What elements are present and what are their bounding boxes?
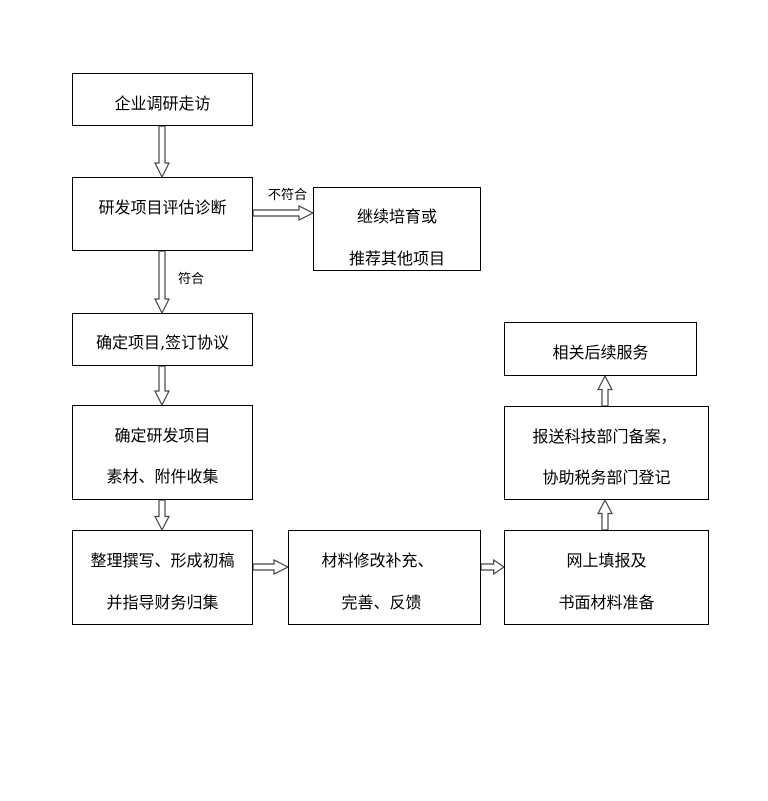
node-text: 素材、附件收集 [106, 467, 219, 486]
node-alternative: 继续培育或 推荐其他项目 [313, 187, 481, 271]
node-text: 相关后续服务 [552, 343, 649, 362]
node-text: 网上填报及 [566, 551, 647, 570]
node-text: 研发项目评估诊断 [98, 198, 227, 217]
node-text: 完善、反馈 [341, 593, 422, 612]
node-text: 企业调研走访 [114, 94, 211, 113]
node-text: 继续培育或 [356, 207, 437, 226]
node-text: 确定研发项目 [114, 426, 211, 445]
flow-arrow [252, 205, 315, 221]
flow-arrow [154, 499, 170, 532]
node-register: 报送科技部门备案， 协助税务部门登记 [504, 406, 709, 500]
node-assess: 研发项目评估诊断 [72, 177, 253, 251]
flow-arrow [154, 125, 170, 179]
flow-arrow [154, 250, 170, 315]
node-draft: 整理撰写、形成初稿 并指导财务归集 [72, 530, 253, 625]
node-text: 并指导财务归集 [106, 593, 219, 612]
edge-label-qualified: 符合 [178, 272, 205, 287]
flow-arrow [480, 558, 506, 576]
flow-arrow [154, 365, 170, 407]
node-text: 报送科技部门备案， [532, 427, 677, 446]
node-revise: 材料修改补充、 完善、反馈 [288, 530, 481, 625]
node-collect: 确定研发项目 素材、附件收集 [72, 405, 253, 500]
node-text: 书面材料准备 [558, 593, 655, 612]
flow-arrow [597, 374, 613, 407]
node-text: 确定项目,签订协议 [95, 333, 230, 352]
node-submit: 网上填报及 书面材料准备 [504, 530, 709, 625]
node-visit: 企业调研走访 [72, 73, 253, 126]
node-text: 协助税务部门登记 [542, 468, 671, 487]
node-followup: 相关后续服务 [504, 322, 697, 376]
node-agreement: 确定项目,签订协议 [72, 313, 253, 366]
node-text: 材料修改补充、 [321, 551, 434, 570]
flow-arrow [597, 498, 613, 531]
edge-label-not-qualified: 不符合 [268, 188, 308, 203]
flow-arrow [252, 559, 290, 575]
node-text: 推荐其他项目 [348, 249, 445, 268]
node-text: 整理撰写、形成初稿 [90, 551, 235, 570]
